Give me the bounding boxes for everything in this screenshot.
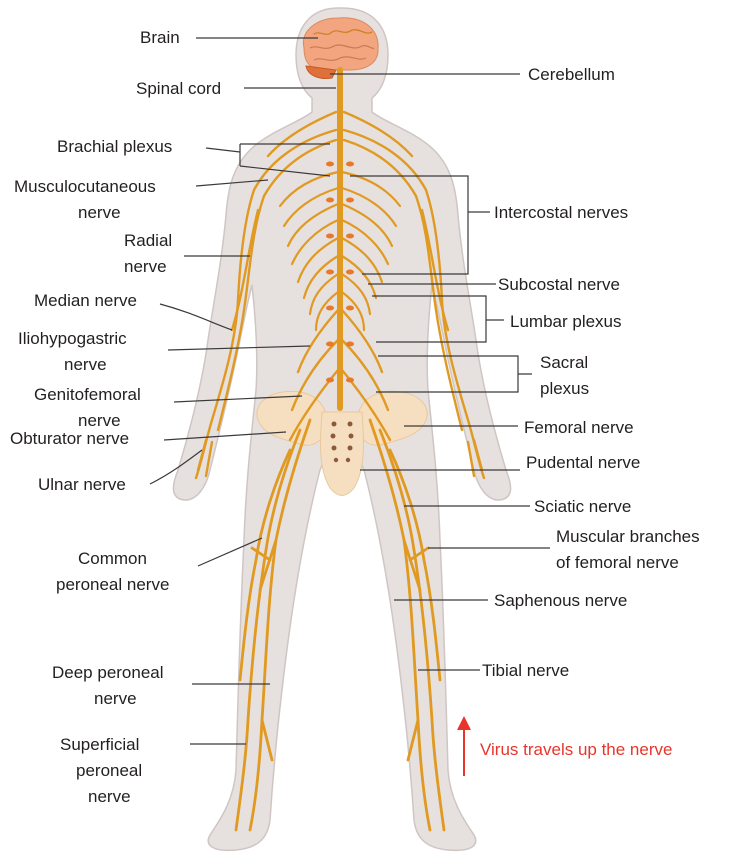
label-radial-2: nerve [124,257,167,276]
label-musculocutaneous-1: Musculocutaneous [14,177,156,196]
label-superficial-2: peroneal [76,761,142,780]
label-femoral: Femoral nerve [524,418,634,437]
label-sacral-2: plexus [540,379,589,398]
label-sciatic: Sciatic nerve [534,497,631,516]
label-brain: Brain [140,28,180,47]
sacrum [320,412,363,496]
label-sacral-1: Sacral [540,353,588,372]
label-superficial-1: Superficial [60,735,139,754]
label-deep-peroneal-1: Deep peroneal [52,663,164,682]
label-common-peroneal-2: peroneal nerve [56,575,169,594]
virus-annotation: Virus travels up the nerve [457,716,672,776]
label-subcostal: Subcostal nerve [498,275,620,294]
up-arrow-icon [457,716,471,776]
label-spinal-cord: Spinal cord [136,79,221,98]
label-common-peroneal-1: Common [78,549,147,568]
label-musculocutaneous-2: nerve [78,203,121,222]
label-muscular-2: of femoral nerve [556,553,679,572]
label-radial-1: Radial [124,231,172,250]
brain-shape [303,18,378,70]
label-pudental: Pudental nerve [526,453,640,472]
label-median: Median nerve [34,291,137,310]
label-brachial-plexus: Brachial plexus [57,137,172,156]
label-lumbar-plexus: Lumbar plexus [510,312,622,331]
label-cerebellum: Cerebellum [528,65,615,84]
label-genitofemoral-2: nerve [78,411,121,430]
label-saphenous: Saphenous nerve [494,591,627,610]
label-ulnar: Ulnar nerve [38,475,126,494]
label-iliohypogastric-1: Iliohypogastric [18,329,127,348]
virus-annotation-text: Virus travels up the nerve [480,740,672,759]
label-genitofemoral-1: Genitofemoral [34,385,141,404]
label-superficial-3: nerve [88,787,131,806]
label-muscular-1: Muscular branches [556,527,700,546]
label-tibial: Tibial nerve [482,661,569,680]
label-iliohypogastric-2: nerve [64,355,107,374]
label-deep-peroneal-2: nerve [94,689,137,708]
label-intercostal: Intercostal nerves [494,203,628,222]
label-obturator: Obturator nerve [10,429,129,448]
